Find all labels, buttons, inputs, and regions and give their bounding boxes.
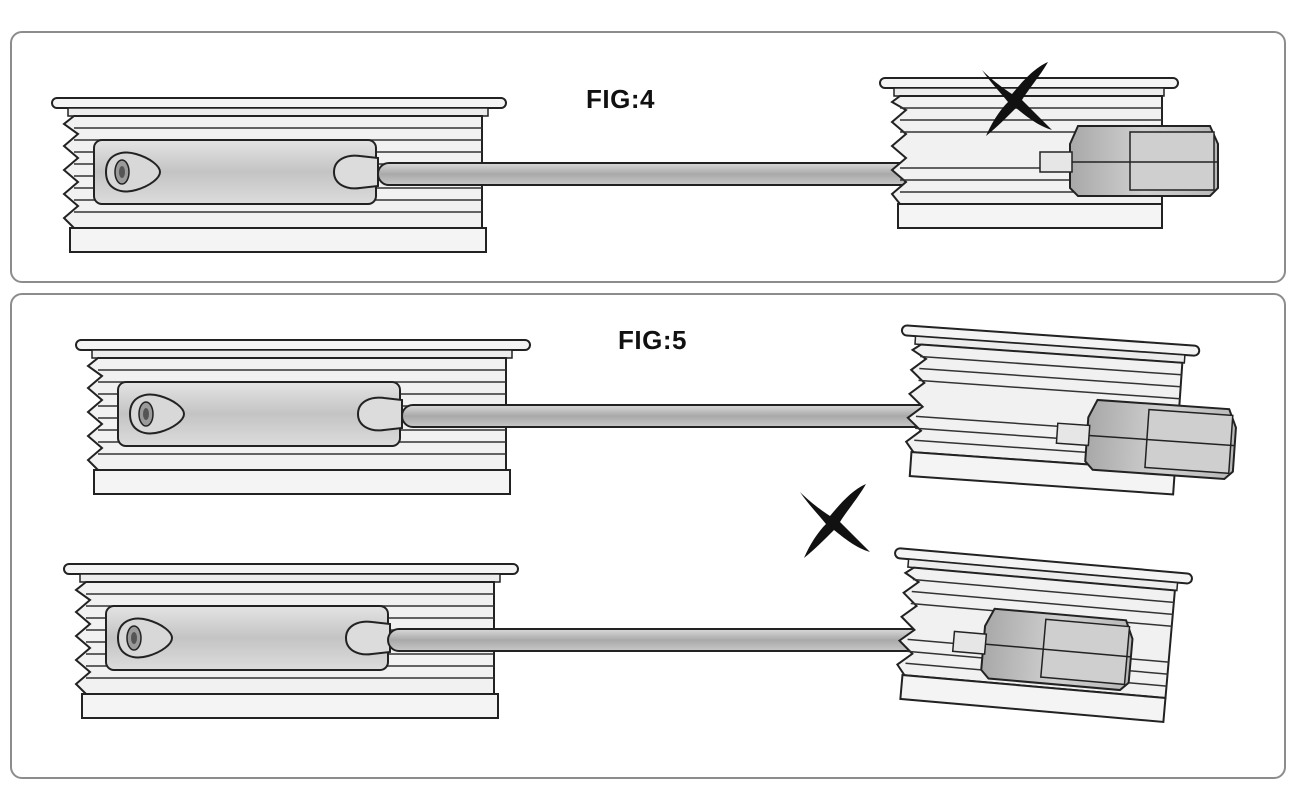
figure-5-label: FIG:5 <box>618 325 687 355</box>
fig5-bottom-tension-rod <box>387 628 981 652</box>
figure-4-label: FIG:4 <box>586 84 655 114</box>
fig5-top-right-pulley <box>890 324 1239 497</box>
fig5-bottom-right-pulley <box>881 546 1194 725</box>
fig5-x-mark-icon <box>800 484 870 558</box>
